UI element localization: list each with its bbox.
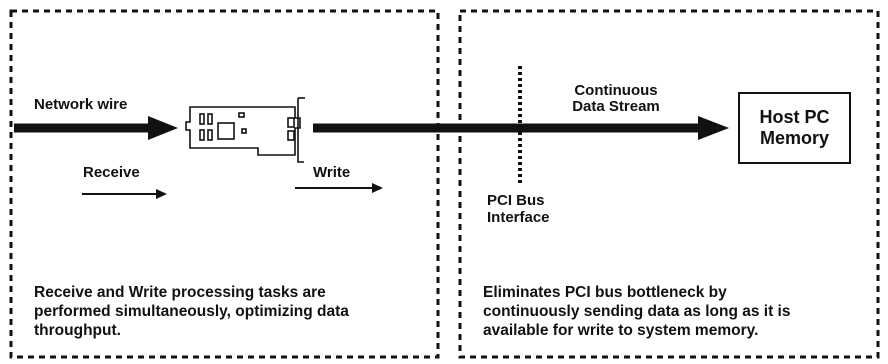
left-panel-border [9, 9, 440, 359]
pci-label-line1: PCI Bus [487, 192, 545, 209]
stream-label-line1: Continuous [574, 82, 658, 99]
right-caption-line: continuously sending data as long as it … [483, 303, 791, 320]
network-wire-label: Network wire [34, 96, 128, 113]
right-panel-border [458, 9, 880, 359]
right-caption: Eliminates PCI bus bottleneck by continu… [483, 283, 790, 340]
host-label-line2: Memory [759, 128, 829, 148]
network-card-icon [185, 97, 305, 163]
data-stream-arrow [313, 116, 729, 140]
host-label-line1: Host PC [759, 107, 830, 127]
write-arrow [295, 183, 383, 193]
receive-arrow [82, 189, 167, 199]
left-caption: Receive and Write processing tasks are p… [34, 283, 349, 340]
left-caption-line: performed simultaneously, optimizing dat… [34, 303, 349, 320]
right-caption-line: available for write to system memory. [483, 322, 759, 339]
pci-label-line2: Interface [487, 209, 550, 226]
host-memory-box: Host PC Memory [738, 92, 851, 164]
stream-label-line2: Data Stream [572, 98, 660, 115]
write-label: Write [313, 164, 351, 181]
left-caption-line: throughput. [34, 322, 121, 339]
right-caption-line: Eliminates PCI bus bottleneck by [483, 284, 727, 301]
receive-label: Receive [83, 164, 140, 181]
left-caption-line: Receive and Write processing tasks are [34, 284, 326, 301]
network-wire-arrow [14, 116, 178, 140]
